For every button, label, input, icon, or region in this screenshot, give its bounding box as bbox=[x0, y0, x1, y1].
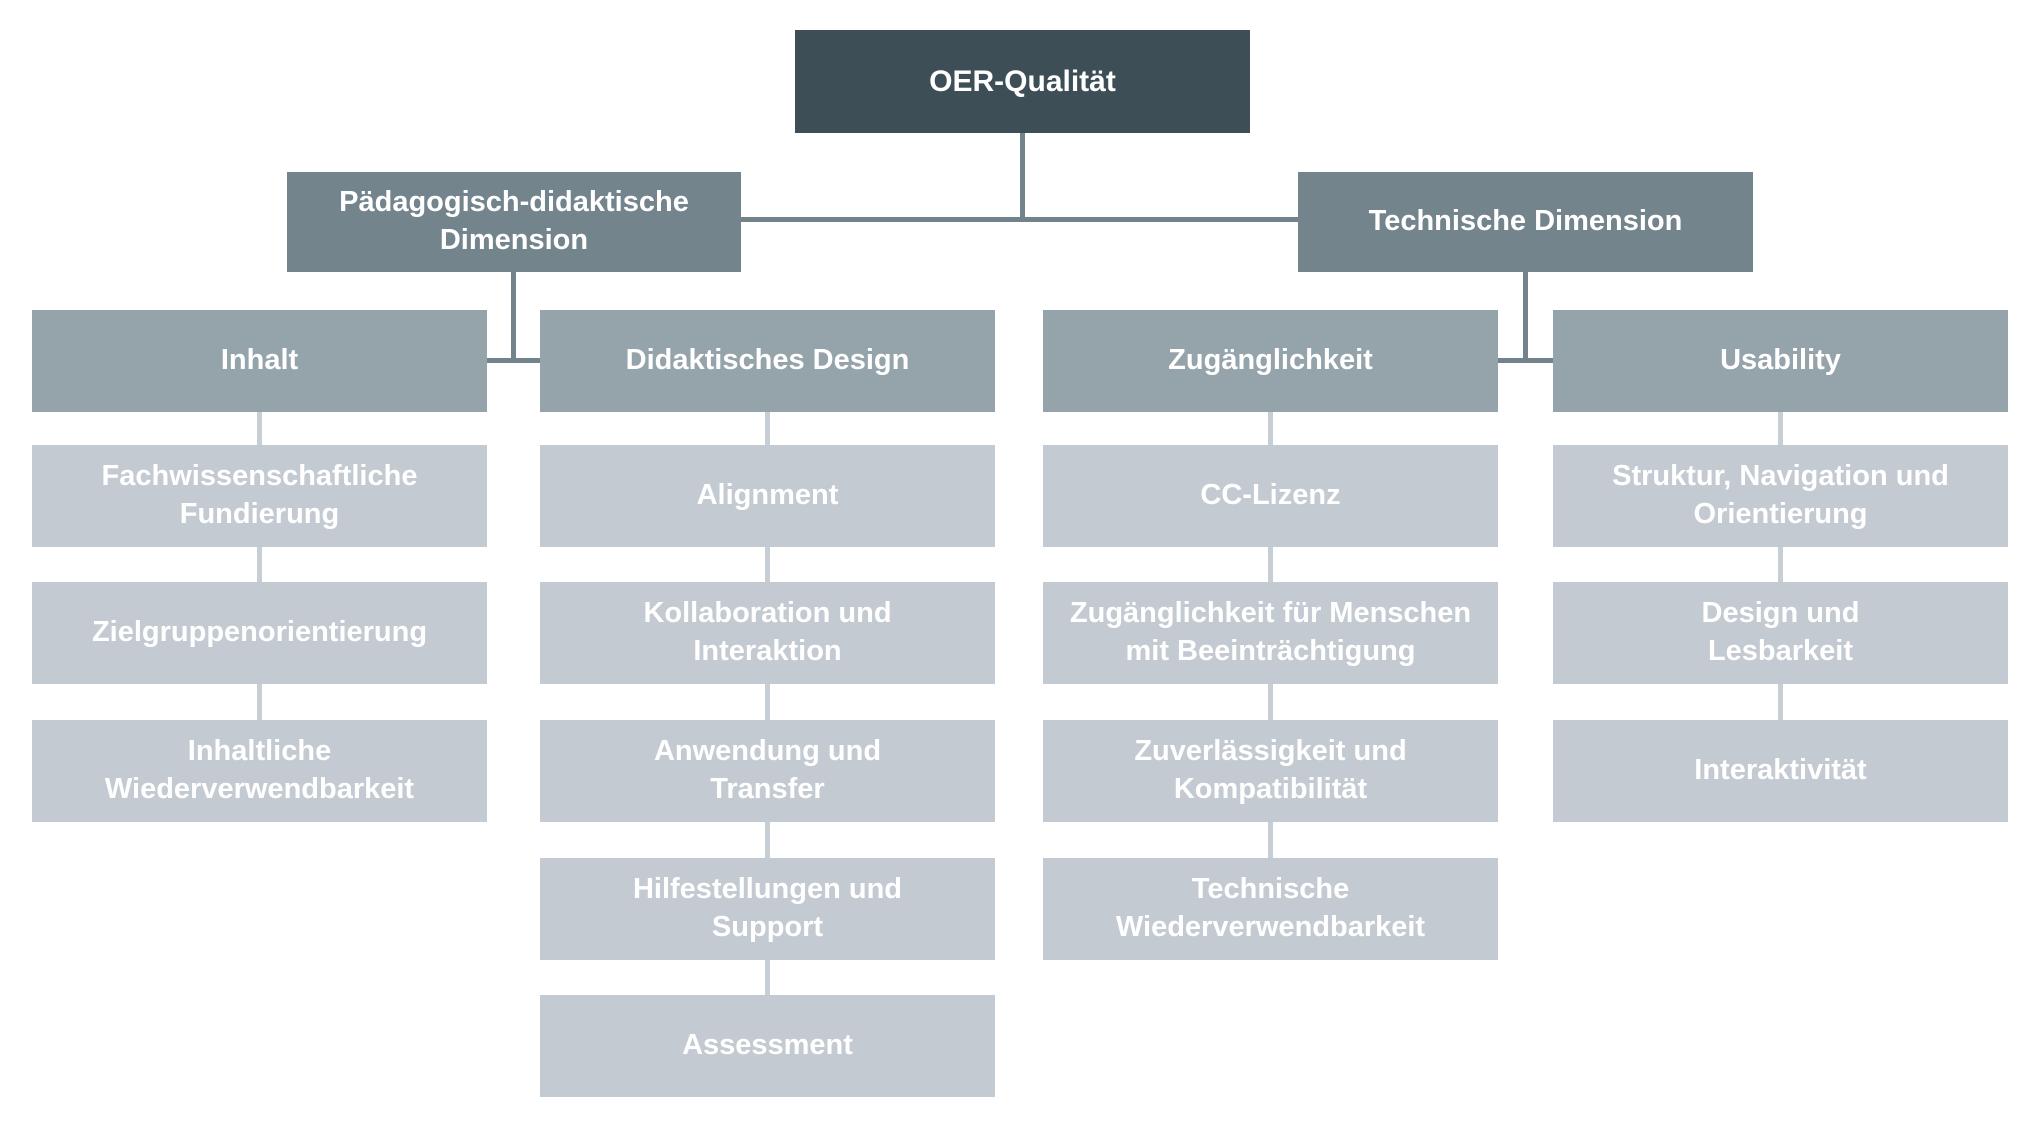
connector-col1-gap2 bbox=[257, 547, 262, 582]
node-struktur-navigation-orientierung: Struktur, Navigation und Orientierung bbox=[1553, 445, 2008, 547]
connector-col2-gap5 bbox=[765, 960, 770, 995]
connector-dim1-vertical bbox=[511, 272, 516, 363]
connector-col3-gap3 bbox=[1268, 684, 1273, 720]
connector-col2-gap3 bbox=[765, 684, 770, 720]
connector-col3-gap1 bbox=[1268, 412, 1273, 445]
node-oer-qualitaet: OER-Qualität bbox=[795, 30, 1250, 133]
connector-col3-gap4 bbox=[1268, 822, 1273, 858]
connector-col1-gap1 bbox=[257, 412, 262, 445]
connector-dim1-horizontal bbox=[487, 358, 540, 363]
node-zugaenglichkeit-fuer-menschen: Zugänglichkeit für Menschen mit Beeinträ… bbox=[1043, 582, 1498, 684]
node-technische-dimension: Technische Dimension bbox=[1298, 172, 1753, 272]
connector-col2-gap4 bbox=[765, 822, 770, 858]
connector-col1-gap3 bbox=[257, 684, 262, 720]
connector-col4-gap2 bbox=[1778, 547, 1783, 582]
node-cc-lizenz: CC-Lizenz bbox=[1043, 445, 1498, 547]
node-inhalt: Inhalt bbox=[32, 310, 487, 412]
node-inhaltliche-wiederverwendbarkeit: Inhaltliche Wiederverwendbarkeit bbox=[32, 720, 487, 822]
node-alignment: Alignment bbox=[540, 445, 995, 547]
connector-root-horizontal bbox=[741, 217, 1298, 222]
node-interaktivitaet: Interaktivität bbox=[1553, 720, 2008, 822]
node-assessment: Assessment bbox=[540, 995, 995, 1097]
connector-root-vertical bbox=[1020, 133, 1025, 222]
node-anwendung-und-transfer: Anwendung und Transfer bbox=[540, 720, 995, 822]
node-technische-wiederverwendbarkeit: Technische Wiederverwendbarkeit bbox=[1043, 858, 1498, 960]
node-zuverlaessigkeit-und-kompatibilitaet: Zuverlässigkeit und Kompatibilität bbox=[1043, 720, 1498, 822]
node-usability: Usability bbox=[1553, 310, 2008, 412]
connector-col4-gap3 bbox=[1778, 684, 1783, 720]
connector-dim2-horizontal bbox=[1498, 358, 1553, 363]
connector-dim2-vertical bbox=[1523, 272, 1528, 363]
node-kollaboration-und-interaktion: Kollaboration und Interaktion bbox=[540, 582, 995, 684]
node-paedagogisch-didaktische-dimension: Pädagogisch-didaktische Dimension bbox=[287, 172, 741, 272]
node-fachwissenschaftliche-fundierung: Fachwissenschaftliche Fundierung bbox=[32, 445, 487, 547]
node-zugaenglichkeit: Zugänglichkeit bbox=[1043, 310, 1498, 412]
node-didaktisches-design: Didaktisches Design bbox=[540, 310, 995, 412]
node-zielgruppenorientierung: Zielgruppenorientierung bbox=[32, 582, 487, 684]
connector-col2-gap2 bbox=[765, 547, 770, 582]
connector-col2-gap1 bbox=[765, 412, 770, 445]
node-design-und-lesbarkeit: Design und Lesbarkeit bbox=[1553, 582, 2008, 684]
connector-col3-gap2 bbox=[1268, 547, 1273, 582]
node-hilfestellungen-und-support: Hilfestellungen und Support bbox=[540, 858, 995, 960]
connector-col4-gap1 bbox=[1778, 412, 1783, 445]
